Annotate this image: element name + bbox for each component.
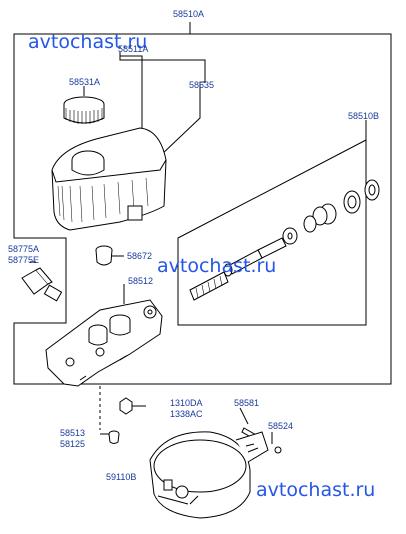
label-58775A: 58775A [8,244,40,254]
label-58581: 58581 [234,398,260,408]
leader-58581 [239,407,249,425]
label-58524: 58524 [268,421,294,431]
bolt-1310DA [119,397,133,415]
watermark-bottom: avtochast.ru [256,479,376,501]
label-1338AC: 1338AC [170,409,203,419]
label-58535: 58535 [189,80,215,90]
leader-58535 [119,56,206,157]
brake-booster [149,431,269,519]
watermark-middle: avtochast.ru [157,255,277,277]
outer-frame-line [13,22,392,385]
reservoir-cap [63,96,105,124]
label-1310DA: 1310DA [170,398,203,408]
piston-kit [189,179,380,301]
label-58512: 58512 [128,276,154,286]
label-58511A: 58511A [118,44,149,54]
watermark-top: avtochast.ru [28,31,148,53]
grommet-58672 [95,245,113,266]
label-58510A: 58510A [173,9,205,19]
label-58531A: 58531A [69,77,101,87]
label-58510B: 58510B [348,111,380,121]
label-58513: 58513 [60,428,86,438]
sensor-58775 [21,267,63,302]
label-58672: 58672 [127,251,153,261]
nut-58524 [274,446,282,454]
reservoir-body [51,127,167,231]
fitting-58513 [108,430,120,444]
master-cylinder [45,299,163,387]
label-59110B: 59110B [106,472,137,482]
label-58125: 58125 [60,439,86,449]
leader-58511A [119,52,143,140]
kit-58510B-frame [177,139,367,326]
label-58775E: 58775E [8,255,40,265]
